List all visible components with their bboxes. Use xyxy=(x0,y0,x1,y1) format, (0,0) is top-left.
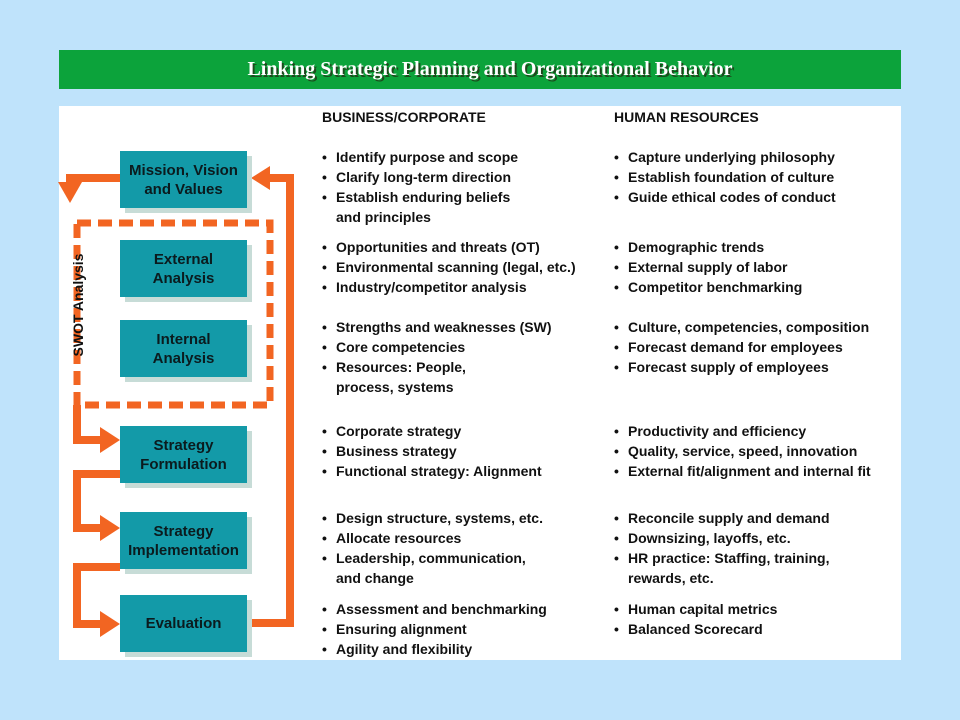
box-implementation-label: Strategy Implementation xyxy=(128,522,239,559)
business-row-5: Design structure, systems, etc. Allocate… xyxy=(322,508,543,588)
formulation-to-implementation-line xyxy=(73,470,120,532)
list-item: Core competencies xyxy=(322,337,552,357)
hr-row-1: Capture underlying philosophy Establish … xyxy=(614,147,836,207)
list-item: Opportunities and threats (OT) xyxy=(322,237,576,257)
list-item: Establish enduring beliefs and principle… xyxy=(322,187,518,227)
list-item: Quality, service, speed, innovation xyxy=(614,441,871,461)
hr-row-6: Human capital metrics Balanced Scorecard xyxy=(614,599,777,639)
list-item: Identify purpose and scope xyxy=(322,147,518,167)
list-item: Corporate strategy xyxy=(322,421,542,441)
list-item: Reconcile supply and demand xyxy=(614,508,830,528)
box-evaluation-label: Evaluation xyxy=(145,615,222,632)
hr-row-5: Reconcile supply and demand Downsizing, … xyxy=(614,508,830,588)
swot-to-formulation-line xyxy=(73,405,102,444)
title-bar: Linking Strategic Planning and Organizat… xyxy=(59,50,901,89)
list-item: Environmental scanning (legal, etc.) xyxy=(322,257,576,277)
hr-row-4: Productivity and efficiency Quality, ser… xyxy=(614,421,871,481)
list-item: Demographic trends xyxy=(614,237,802,257)
business-row-6: Assessment and benchmarking Ensuring ali… xyxy=(322,599,547,659)
swot-analysis-label: SWOT Analysis xyxy=(70,253,86,357)
box-internal-analysis: Internal Analysis xyxy=(120,320,247,377)
list-item: Functional strategy: Alignment xyxy=(322,461,542,481)
list-item: HR practice: Staffing, training, rewards… xyxy=(614,548,830,588)
business-row-3: Strengths and weaknesses (SW) Core compe… xyxy=(322,317,552,397)
business-row-4: Corporate strategy Business strategy Fun… xyxy=(322,421,542,481)
list-item: Competitor benchmarking xyxy=(614,277,802,297)
implementation-to-evaluation-arrowhead xyxy=(100,611,120,637)
header-business-corporate: BUSINESS/CORPORATE xyxy=(322,109,486,125)
swot-to-formulation-arrowhead xyxy=(100,427,120,453)
list-item: External supply of labor xyxy=(614,257,802,277)
hr-row-2: Demographic trends External supply of la… xyxy=(614,237,802,297)
list-item: Leadership, communication, and change xyxy=(322,548,543,588)
box-formulation-label: Strategy Formulation xyxy=(140,436,227,473)
business-row-1: Identify purpose and scope Clarify long-… xyxy=(322,147,518,227)
list-item: Business strategy xyxy=(322,441,542,461)
list-item: Allocate resources xyxy=(322,528,543,548)
box-external-analysis: External Analysis xyxy=(120,240,247,297)
box-mission-label: Mission, Vision and Values xyxy=(129,161,238,198)
box-internal-label: Internal Analysis xyxy=(152,330,215,367)
list-item: Balanced Scorecard xyxy=(614,619,777,639)
box-strategy-formulation: Strategy Formulation xyxy=(120,426,247,483)
list-item: Productivity and efficiency xyxy=(614,421,871,441)
list-item: Clarify long-term direction xyxy=(322,167,518,187)
list-item: Establish foundation of culture xyxy=(614,167,836,187)
list-item: Assessment and benchmarking xyxy=(322,599,547,619)
hr-row-3: Culture, competencies, composition Forec… xyxy=(614,317,869,377)
box-evaluation: Evaluation xyxy=(120,595,247,652)
list-item: Forecast supply of employees xyxy=(614,357,869,377)
list-item: Design structure, systems, etc. xyxy=(322,508,543,528)
list-item: Human capital metrics xyxy=(614,599,777,619)
list-item: Strengths and weaknesses (SW) xyxy=(322,317,552,337)
list-item: Capture underlying philosophy xyxy=(614,147,836,167)
list-item: External fit/alignment and internal fit xyxy=(614,461,871,481)
page-title: Linking Strategic Planning and Organizat… xyxy=(247,58,733,80)
list-item: Downsizing, layoffs, etc. xyxy=(614,528,830,548)
header-human-resources: HUMAN RESOURCES xyxy=(614,109,759,125)
list-item: Agility and flexibility xyxy=(322,639,547,659)
list-item: Industry/competitor analysis xyxy=(322,277,576,297)
return-arrow-line xyxy=(250,174,294,627)
business-row-2: Opportunities and threats (OT) Environme… xyxy=(322,237,576,297)
swot-dashed-box xyxy=(73,219,274,409)
list-item: Guide ethical codes of conduct xyxy=(614,187,836,207)
mission-to-swot-arrowhead xyxy=(58,182,82,203)
return-arrowhead xyxy=(251,166,270,190)
formulation-to-implementation-arrowhead xyxy=(100,515,120,541)
list-item: Forecast demand for employees xyxy=(614,337,869,357)
box-mission: Mission, Vision and Values xyxy=(120,151,247,208)
box-strategy-implementation: Strategy Implementation xyxy=(120,512,247,569)
list-item: Culture, competencies, composition xyxy=(614,317,869,337)
box-external-label: External Analysis xyxy=(152,250,215,287)
list-item: Ensuring alignment xyxy=(322,619,547,639)
implementation-to-evaluation-line xyxy=(73,563,120,628)
list-item: Resources: People, process, systems xyxy=(322,357,552,397)
